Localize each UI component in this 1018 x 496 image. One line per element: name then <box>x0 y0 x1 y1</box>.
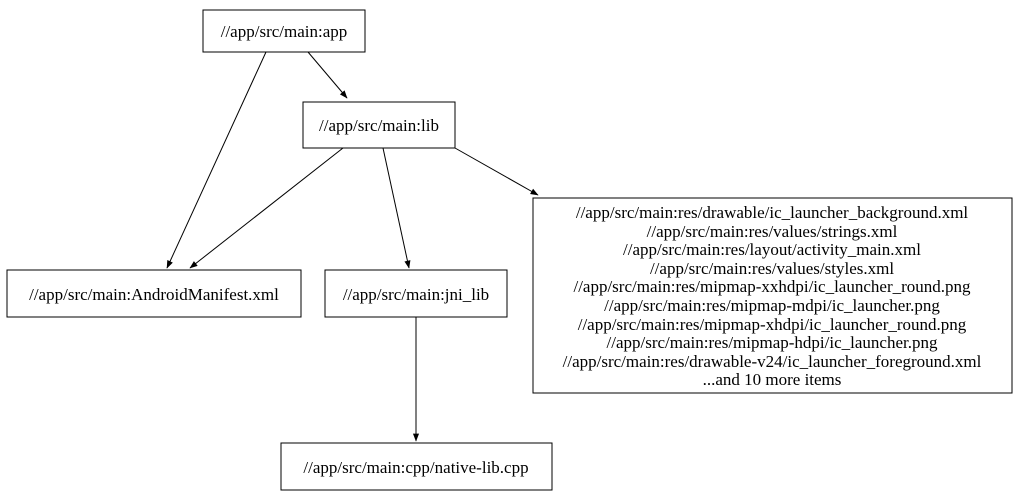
node-resources-line: //app/src/main:res/mipmap-hdpi/ic_launch… <box>607 333 938 352</box>
node-resources-line: //app/src/main:res/layout/activity_main.… <box>623 240 921 259</box>
edge-lib-to-resources <box>454 147 539 196</box>
edge-lib-to-jni-lib <box>382 147 411 269</box>
node-app: //app/src/main:app <box>202 9 366 53</box>
node-resources-line: //app/src/main:res/mipmap-mdpi/ic_launch… <box>604 296 940 315</box>
node-app-box <box>202 9 366 53</box>
node-resources-box <box>532 197 1013 394</box>
node-resources-line: //app/src/main:res/drawable/ic_launcher_… <box>576 203 969 222</box>
node-android-manifest: //app/src/main:AndroidManifest.xml <box>6 269 302 318</box>
edge-app-to-android-manifest <box>166 51 267 269</box>
node-android-manifest-label: //app/src/main:AndroidManifest.xml <box>29 285 279 304</box>
edge-lib-to-android-manifest <box>189 147 344 269</box>
node-native-lib: //app/src/main:cpp/native-lib.cpp <box>280 442 553 491</box>
node-native-lib-label: //app/src/main:cpp/native-lib.cpp <box>303 458 528 477</box>
node-resources-line: ...and 10 more items <box>703 370 842 389</box>
node-jni-lib-label: //app/src/main:jni_lib <box>343 285 489 304</box>
node-lib-box <box>302 101 456 149</box>
node-resources-line: //app/src/main:res/values/strings.xml <box>647 222 898 241</box>
node-android-manifest-box <box>6 269 302 318</box>
node-native-lib-box <box>280 442 553 491</box>
node-lib-label: //app/src/main:lib <box>319 116 439 135</box>
node-resources: //app/src/main:res/drawable/ic_launcher_… <box>532 197 1013 394</box>
node-lib: //app/src/main:lib <box>302 101 456 149</box>
edge-app-to-lib <box>307 51 348 99</box>
node-jni-lib-box <box>324 269 508 318</box>
node-resources-line: //app/src/main:res/drawable-v24/ic_launc… <box>563 352 982 371</box>
node-resources-line: //app/src/main:res/values/styles.xml <box>650 259 894 278</box>
node-app-label: //app/src/main:app <box>221 22 348 41</box>
node-resources-line: //app/src/main:res/mipmap-xhdpi/ic_launc… <box>578 315 967 334</box>
node-jni-lib: //app/src/main:jni_lib <box>324 269 508 318</box>
node-resources-line: //app/src/main:res/mipmap-xxhdpi/ic_laun… <box>573 277 971 296</box>
